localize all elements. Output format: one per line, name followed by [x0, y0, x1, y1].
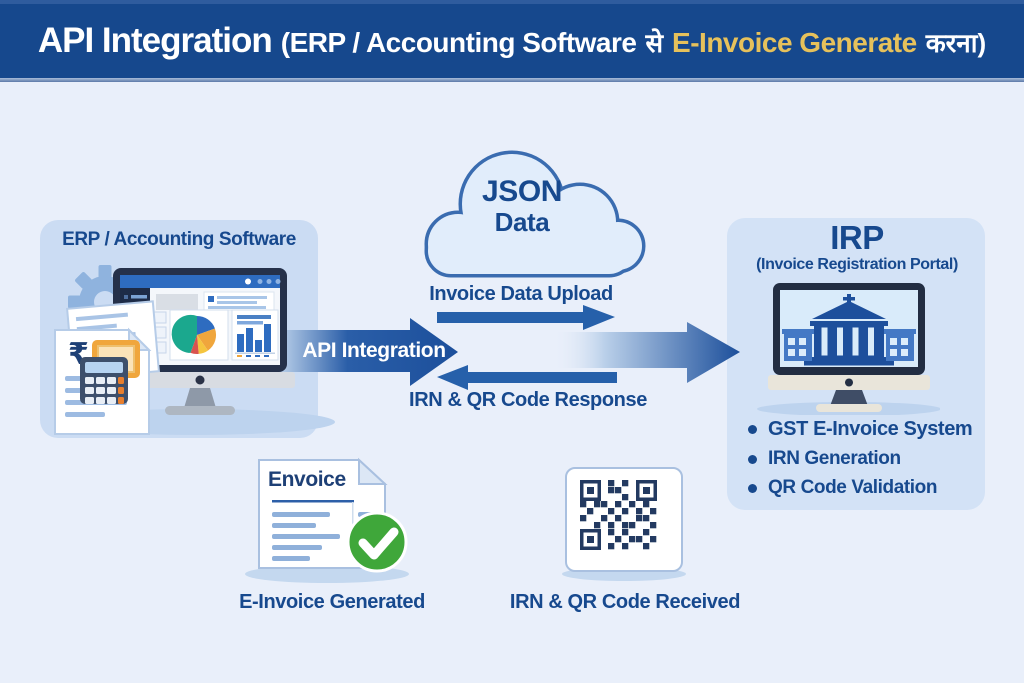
irp-panel-subtitle: (Invoice Registration Portal) [756, 256, 958, 273]
cloud-label-line2: Data [494, 207, 550, 237]
cloud-label-line1: JSON [481, 175, 563, 208]
einvoice-document-icon [245, 457, 409, 583]
page-subtitle-hindi2: करना) [925, 28, 987, 58]
page-title: API Integration [37, 21, 273, 60]
json-cloud-icon [424, 150, 646, 278]
invoice-doc-title: Envoice [268, 468, 346, 491]
irn-qr-response-arrow [437, 365, 617, 390]
irp-bullet-gst: GST E-Invoice System [748, 418, 973, 441]
bullet-label: GST E-Invoice System [768, 418, 973, 440]
erp-monitor [105, 268, 295, 415]
pie-chart-widget [169, 309, 229, 361]
bullet-dot-icon [748, 483, 757, 493]
cloud-label: JSON Data [432, 176, 612, 238]
page-subtitle-hindi: से [645, 28, 664, 58]
flow-arrows-graphic [280, 305, 740, 390]
json-upload-big-arrow [553, 322, 740, 383]
header-divider [0, 78, 1024, 82]
invoice-caption: E-Invoice Generated [239, 591, 425, 613]
qr-code-icon [562, 467, 686, 581]
bar-chart-widget [231, 309, 279, 361]
irp-monitor-illustration [757, 283, 940, 415]
government-building-icon [782, 294, 916, 366]
api-arrow-label: API Integration [302, 339, 446, 362]
success-check-icon [346, 511, 408, 573]
irp-bullet-qr: QR Code Validation [748, 477, 938, 499]
response-arrow-label: IRN & QR Code Response [409, 389, 647, 411]
page-subtitle-open: (ERP / Accounting Software [280, 27, 637, 58]
irp-panel-title: IRP [830, 219, 884, 256]
header-banner: API Integration (ERP / Accounting Softwa… [0, 0, 1024, 78]
irp-bullet-irn: IRN Generation [748, 448, 901, 470]
erp-panel-title: ERP / Accounting Software [62, 229, 296, 250]
page-subtitle-gold: E-Invoice Generate [672, 27, 917, 58]
bullet-label: IRN Generation [768, 448, 901, 469]
bullet-dot-icon [748, 454, 757, 464]
api-integration-arrow [280, 318, 458, 386]
bullet-dot-icon [748, 425, 757, 434]
upload-arrow-label: Invoice Data Upload [429, 283, 613, 305]
qr-caption: IRN & QR Code Received [509, 591, 741, 613]
invoice-data-upload-arrow [437, 305, 615, 330]
erp-computer-illustration: ₹ [54, 265, 335, 435]
bullet-label: QR Code Validation [768, 477, 938, 498]
calculator-icon [80, 357, 128, 404]
